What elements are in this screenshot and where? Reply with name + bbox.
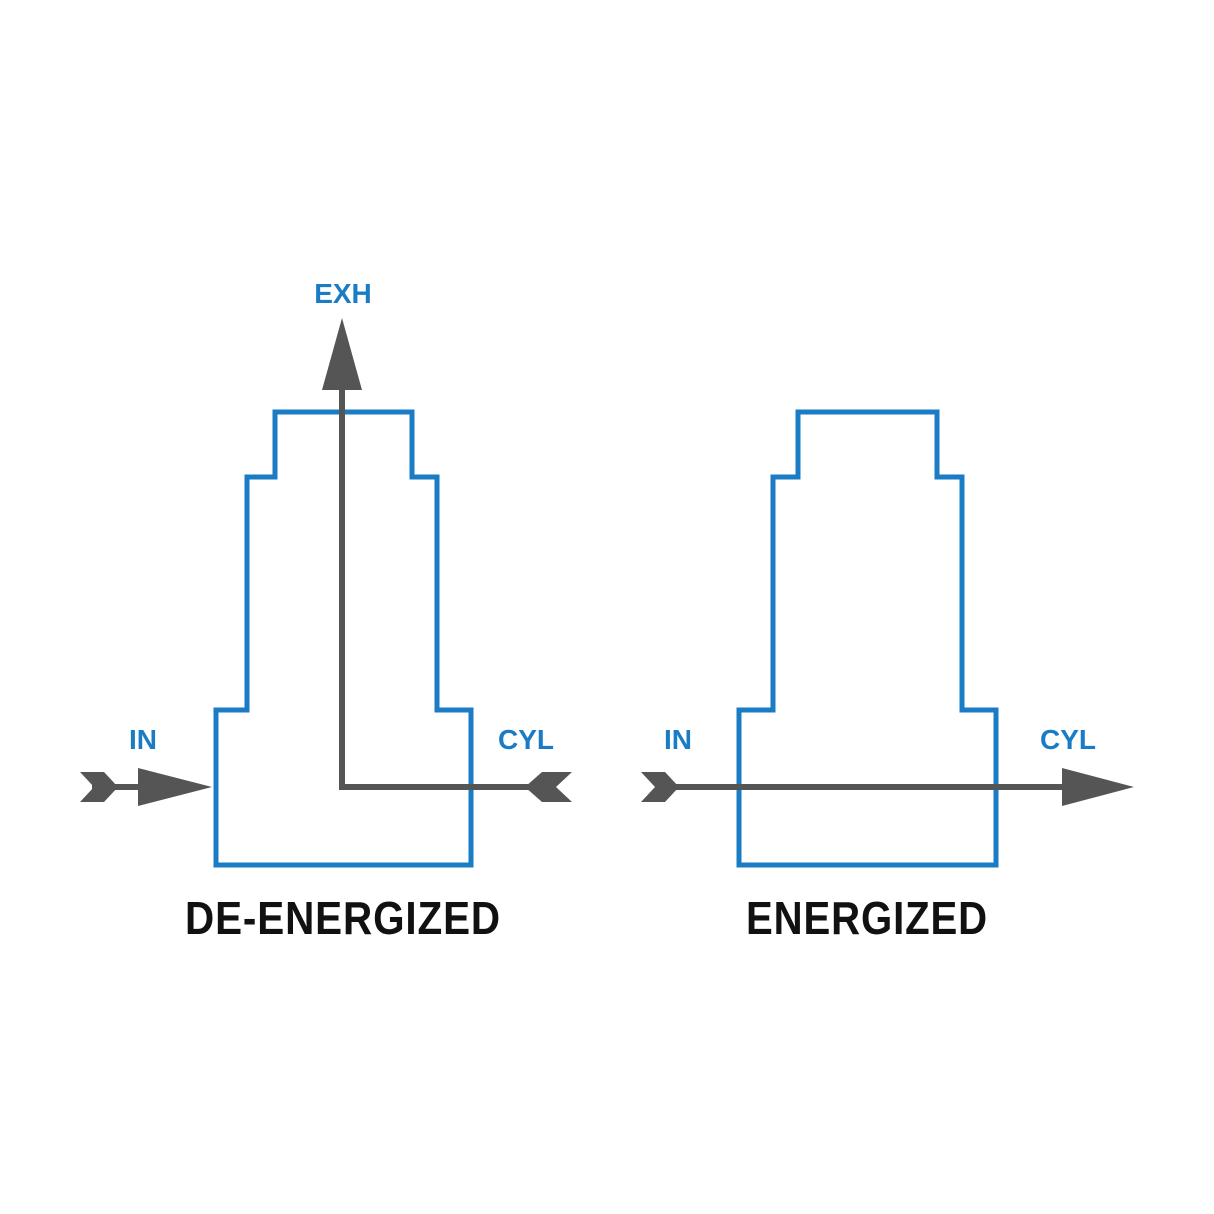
energized-cyl-label: CYL: [1040, 724, 1096, 755]
deenergized-state-label: DE-ENERGIZED: [185, 892, 501, 944]
energized-panel: IN CYL ENERGIZED: [641, 409, 1134, 944]
deenergized-in-label: IN: [129, 724, 157, 755]
energized-flow-arrow: [641, 768, 1134, 806]
energized-state-label: ENERGIZED: [746, 892, 988, 944]
energized-in-label: IN: [664, 724, 692, 755]
deenergized-panel: EXH IN CYL DE-ENERGIZED: [80, 278, 572, 944]
energized-valve-body: [736, 409, 999, 868]
deenergized-valve-body: [213, 409, 474, 868]
deenergized-exhaust-arrow: [322, 318, 572, 802]
deenergized-cyl-label: CYL: [498, 724, 554, 755]
deenergized-in-arrow: [80, 768, 212, 806]
deenergized-exh-label: EXH: [314, 278, 372, 309]
